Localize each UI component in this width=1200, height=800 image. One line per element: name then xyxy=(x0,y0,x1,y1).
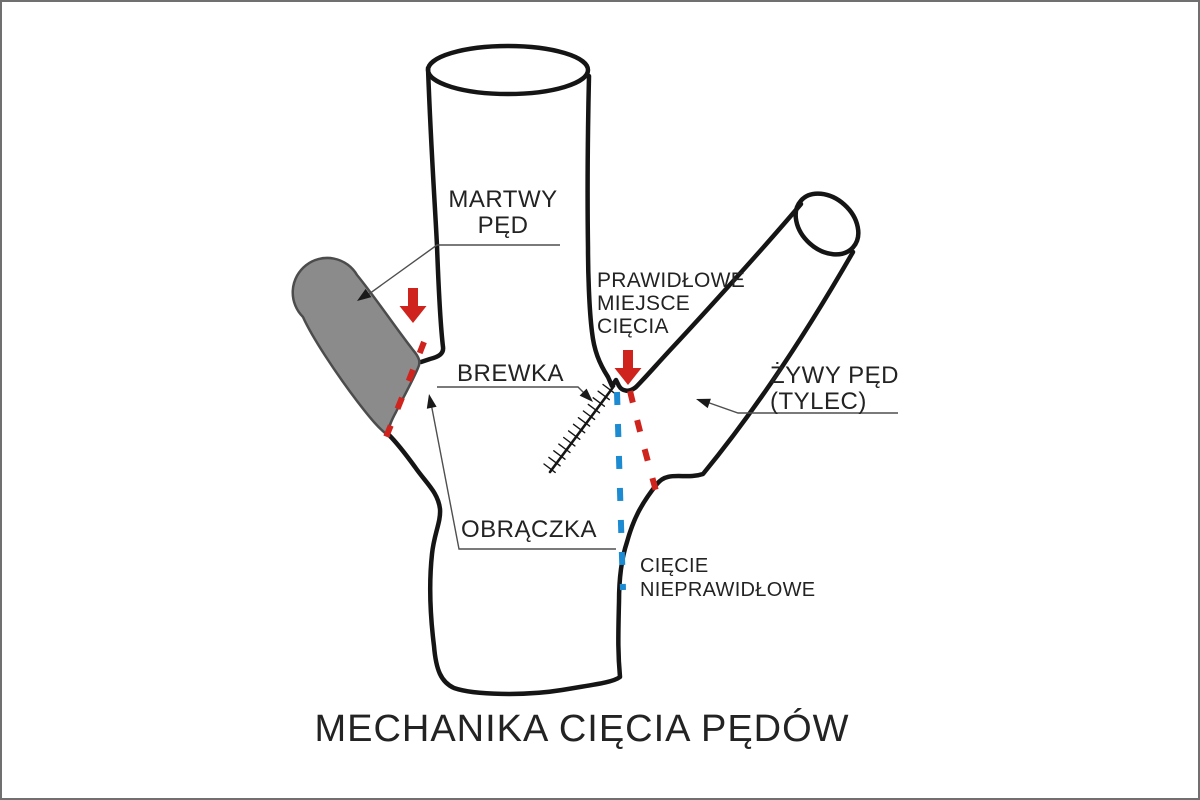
collar-leader xyxy=(429,397,616,550)
live-shoot-leader xyxy=(700,399,898,414)
live-shoot-label-line2: (TYLEC) xyxy=(770,388,867,415)
correct-cut-label-line1: PRAWIDŁOWE xyxy=(597,269,745,292)
trunk-left-edge xyxy=(418,65,446,365)
correct-cut-arrow-live-icon xyxy=(614,350,642,385)
bark-ridge-line xyxy=(548,384,616,474)
dead-shoot-label-line2: PĘD xyxy=(478,212,529,239)
correct-cut-label-line2: MIEJSCE xyxy=(597,292,690,315)
dead-shoot-leader xyxy=(361,244,560,300)
collar-label: OBRĄCZKA xyxy=(461,516,597,543)
dead-shoot-arrowhead-icon xyxy=(357,288,372,301)
trunk-top-ellipse xyxy=(425,43,591,97)
tree-outline xyxy=(386,43,861,697)
trunk-lower-outline xyxy=(386,249,856,697)
live-shoot-label-line1: ŻYWY PĘD xyxy=(770,362,899,389)
live-shoot-arrowhead-icon xyxy=(696,398,711,409)
collar-arrowhead-icon xyxy=(426,394,437,409)
ridge-label: BREWKA xyxy=(457,360,564,387)
ridge-arrowhead-icon xyxy=(579,388,593,402)
bark-ridge-hatch xyxy=(543,383,616,474)
dead-shoot-label-line1: MARTWY xyxy=(448,186,557,213)
bark-ridge-ticks xyxy=(543,383,615,474)
dead-shoot-shape xyxy=(291,256,421,438)
diagram-title: MECHANIKA CIĘCIA PĘDÓW xyxy=(314,707,849,750)
ridge-leader xyxy=(437,386,591,400)
leader-arrowheads xyxy=(357,288,711,409)
labels: MARTWY PĘD BREWKA OBRĄCZKA ŻYWY PĘD (TYL… xyxy=(314,186,898,750)
correct-cut-line-live xyxy=(627,390,659,492)
incorrect-cut-line xyxy=(614,391,626,591)
branch-upper-edge xyxy=(585,73,804,393)
correct-cut-line-dead xyxy=(381,340,427,444)
incorrect-cut-label-line2: NIEPRAWIDŁOWE xyxy=(640,579,815,601)
branch-top-ellipse xyxy=(793,191,861,257)
incorrect-cut-label-line1: CIĘCIE xyxy=(640,555,708,577)
correct-cut-label-line3: CIĘCIA xyxy=(597,315,669,338)
correct-cut-arrow-dead-icon xyxy=(399,288,427,323)
